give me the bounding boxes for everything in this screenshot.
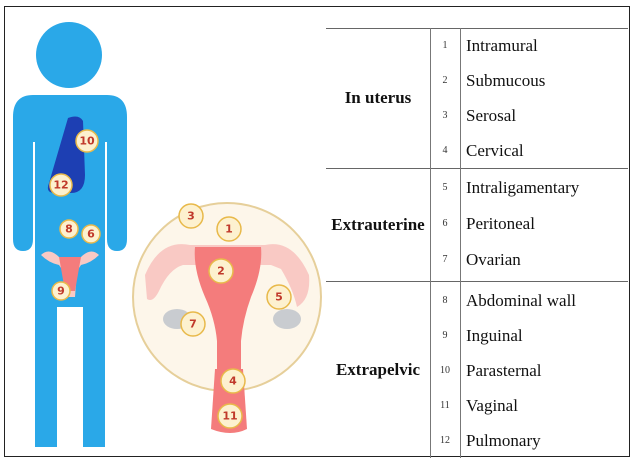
row-label: Pulmonary bbox=[460, 431, 541, 451]
group-extrapelvic: Extrapelvic 8 Abdominal wall 9 Inguinal … bbox=[326, 281, 628, 458]
group-label: Extrauterine bbox=[326, 168, 430, 281]
row-label: Abdominal wall bbox=[460, 291, 576, 311]
table-row: 1 Intramural bbox=[430, 28, 628, 63]
illustration: 10 12 8 6 9 3 bbox=[5, 7, 327, 456]
marker-12: 12 bbox=[50, 174, 72, 196]
table-row: 10 Parasternal bbox=[430, 353, 628, 388]
row-label: Peritoneal bbox=[460, 214, 535, 234]
row-label: Serosal bbox=[460, 106, 516, 126]
group-label: Extrapelvic bbox=[326, 281, 430, 458]
row-label: Intraligamentary bbox=[460, 178, 579, 198]
table-row: 4 Cervical bbox=[430, 133, 628, 168]
marker-1: 1 bbox=[217, 217, 241, 241]
table-row: 8 Abdominal wall bbox=[430, 283, 628, 318]
row-number: 2 bbox=[430, 75, 460, 86]
marker-6: 6 bbox=[82, 225, 100, 243]
svg-text:2: 2 bbox=[217, 265, 225, 278]
svg-text:12: 12 bbox=[53, 179, 68, 192]
row-number: 12 bbox=[430, 435, 460, 446]
row-number: 10 bbox=[430, 365, 460, 376]
row-number: 9 bbox=[430, 330, 460, 341]
row-number: 4 bbox=[430, 145, 460, 156]
marker-5: 5 bbox=[267, 285, 291, 309]
table-row: 11 Vaginal bbox=[430, 388, 628, 423]
marker-10: 10 bbox=[76, 130, 98, 152]
row-number: 1 bbox=[430, 40, 460, 51]
row-number: 7 bbox=[430, 254, 460, 265]
table-row: 9 Inguinal bbox=[430, 318, 628, 353]
svg-text:8: 8 bbox=[65, 223, 73, 236]
table-row: 6 Peritoneal bbox=[430, 206, 628, 241]
right-ovary bbox=[273, 309, 301, 329]
head-shape bbox=[36, 22, 102, 88]
row-number: 3 bbox=[430, 110, 460, 121]
table-row: 12 Pulmonary bbox=[430, 423, 628, 458]
marker-4: 4 bbox=[221, 369, 245, 393]
marker-7: 7 bbox=[181, 312, 205, 336]
row-label: Cervical bbox=[460, 141, 524, 161]
marker-11: 11 bbox=[218, 404, 242, 428]
svg-text:3: 3 bbox=[187, 210, 195, 223]
table-row: 7 Ovarian bbox=[430, 242, 628, 277]
row-label: Vaginal bbox=[460, 396, 518, 416]
svg-text:11: 11 bbox=[222, 410, 237, 423]
svg-text:5: 5 bbox=[275, 291, 283, 304]
row-number: 8 bbox=[430, 295, 460, 306]
row-number: 11 bbox=[430, 400, 460, 411]
marker-9: 9 bbox=[52, 282, 70, 300]
table-row: 2 Submucous bbox=[430, 63, 628, 98]
group-label: In uterus bbox=[326, 28, 430, 168]
row-label: Intramural bbox=[460, 36, 538, 56]
row-label: Submucous bbox=[460, 71, 545, 91]
svg-text:6: 6 bbox=[87, 228, 95, 241]
svg-text:10: 10 bbox=[79, 135, 95, 148]
table-row: 3 Serosal bbox=[430, 98, 628, 133]
classification-table: In uterus 1 Intramural 2 Submucous 3 Ser… bbox=[326, 28, 628, 458]
row-number: 6 bbox=[430, 218, 460, 229]
marker-2: 2 bbox=[209, 259, 233, 283]
svg-text:7: 7 bbox=[189, 318, 197, 331]
marker-8: 8 bbox=[60, 220, 78, 238]
row-label: Ovarian bbox=[460, 250, 521, 270]
marker-3: 3 bbox=[179, 204, 203, 228]
svg-text:4: 4 bbox=[229, 375, 237, 388]
table-row: 5 Intraligamentary bbox=[430, 170, 628, 205]
row-number: 5 bbox=[430, 182, 460, 193]
group-extrauterine: Extrauterine 5 Intraligamentary 6 Perito… bbox=[326, 168, 628, 282]
group-in-uterus: In uterus 1 Intramural 2 Submucous 3 Ser… bbox=[326, 28, 628, 169]
row-label: Inguinal bbox=[460, 326, 523, 346]
svg-text:1: 1 bbox=[225, 223, 233, 236]
svg-text:9: 9 bbox=[57, 285, 65, 298]
row-label: Parasternal bbox=[460, 361, 542, 381]
